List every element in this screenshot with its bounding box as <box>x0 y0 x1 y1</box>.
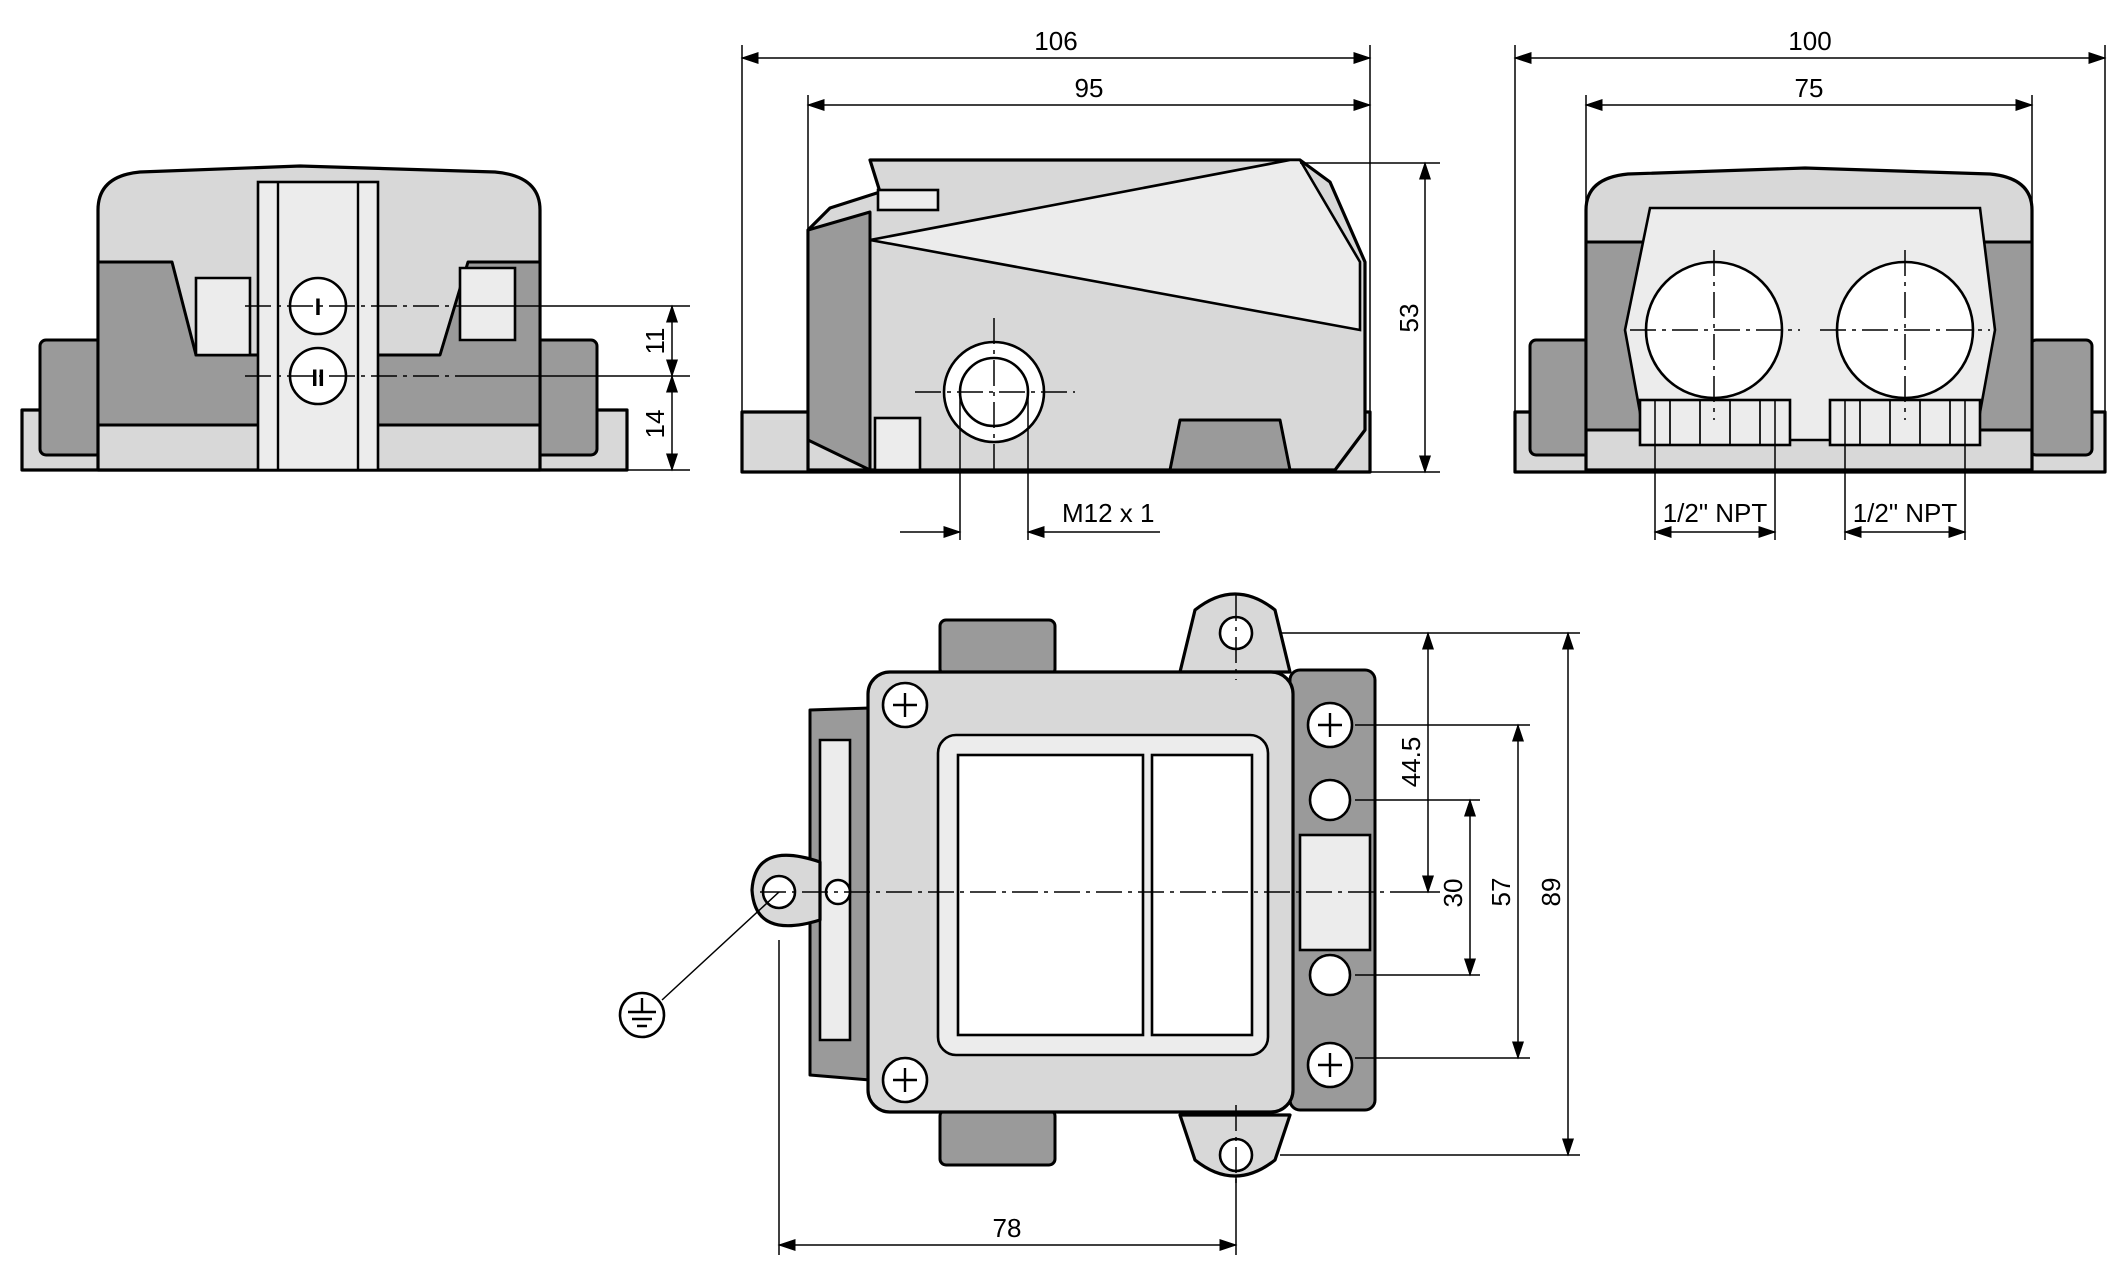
ground-symbol-icon <box>618 991 666 1039</box>
dim-75: 75 <box>1795 73 1824 103</box>
dim-106: 106 <box>1034 26 1077 56</box>
dim-78: 78 <box>993 1213 1022 1243</box>
dim-95: 95 <box>1075 73 1104 103</box>
dim-11: 11 <box>640 328 670 355</box>
side-lug-left <box>38 338 104 457</box>
label-panel-right <box>1150 753 1254 1037</box>
marker-I: I <box>315 294 322 321</box>
dim-89: 89 <box>1536 878 1566 907</box>
thread-label: M12 x 1 <box>1062 498 1155 528</box>
marker-II: II <box>311 365 324 392</box>
dim-30: 30 <box>1438 879 1468 908</box>
dim-44-5: 44.5 <box>1396 737 1426 788</box>
rear-view: 1/2" NPT 1/2" NPT 100 75 <box>1513 26 2107 540</box>
side-terminal <box>873 416 922 472</box>
dim-14: 14 <box>640 410 670 439</box>
side-lid <box>869 158 1362 332</box>
side-connector-block <box>806 210 872 472</box>
label-panel-left <box>956 753 1145 1037</box>
screw-cross-icon <box>881 681 1354 1104</box>
npt-label-right: 1/2" NPT <box>1853 498 1958 528</box>
top-view: 44.5 30 57 89 78 <box>618 592 1580 1255</box>
dim-57: 57 <box>1486 878 1516 907</box>
window-right <box>458 266 517 342</box>
dim-100: 100 <box>1788 26 1831 56</box>
bottom-connector <box>938 1108 1057 1167</box>
gland-teeth-right <box>1828 398 1982 447</box>
npt-label-left: 1/2" NPT <box>1663 498 1768 528</box>
top-connector <box>938 618 1057 677</box>
dim-53: 53 <box>1394 304 1424 333</box>
housing-lower-band <box>96 260 542 427</box>
side-cap-notch <box>876 188 940 212</box>
rear-lug-right <box>2028 338 2094 457</box>
rear-lug-left <box>1528 338 1594 457</box>
side-lug-right <box>533 338 599 457</box>
side-view: M12 x 1 106 95 53 <box>740 26 1440 540</box>
front-view: I II 11 14 <box>20 164 690 472</box>
gland-teeth-left <box>1638 398 1792 447</box>
side-foot <box>1168 418 1292 472</box>
window-left <box>194 276 252 357</box>
